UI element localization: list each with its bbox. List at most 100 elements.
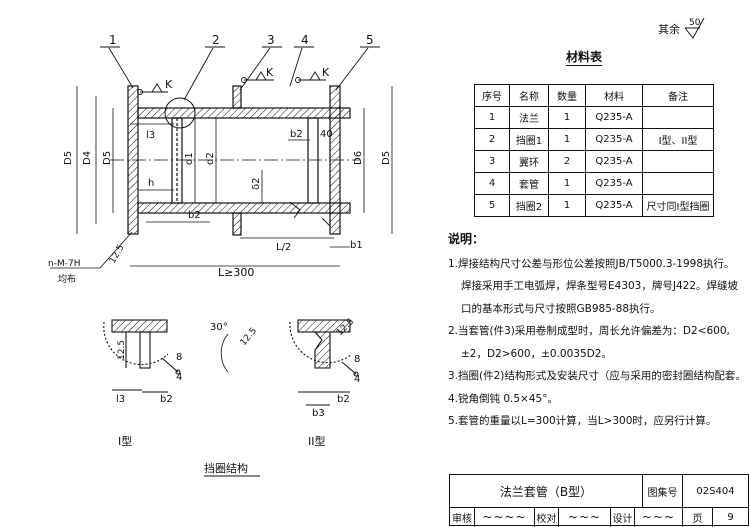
callout-3: 3 xyxy=(267,33,275,47)
atlas-number: 02S404 xyxy=(682,475,748,507)
cell: 2 xyxy=(474,128,510,151)
thread-spec: n-M-7H xyxy=(48,259,80,269)
design-label: 设计 xyxy=(610,507,634,527)
check-label: 校对 xyxy=(534,507,558,527)
weld-k-3: K xyxy=(322,66,330,79)
detail2-dim-b2: b2 xyxy=(337,394,350,405)
check-signature: ~~~ xyxy=(558,507,610,527)
note-line: 3.挡圈(件2)结构形式及安装尺寸（应与采用的密封圈结构配套。 xyxy=(448,370,746,382)
table-row: 5 挡圈2 1 Q235-A 尺寸同I型挡圈 xyxy=(474,194,714,217)
cell: Q235-A xyxy=(585,194,643,217)
cell: 1 xyxy=(548,172,586,195)
design-signature: ~~~ xyxy=(634,507,682,527)
wing-ring-bottom xyxy=(232,212,242,236)
dim-b2-bottom: b2 xyxy=(188,210,201,221)
callout-2: 2 xyxy=(212,33,220,47)
cell xyxy=(642,172,714,195)
cell: 2 xyxy=(548,150,586,173)
cell: 1 xyxy=(548,128,586,151)
note-line: 5.套管的重量以L=300计算，当L>300时，应另行计算。 xyxy=(448,415,717,427)
note-line: 1.焊接结构尺寸公差与形位公差按照JB/T5000.3-1998执行。 xyxy=(448,257,735,270)
cell: 1 xyxy=(474,106,510,129)
cell: 尺寸同I型挡圈 xyxy=(642,194,714,217)
cell xyxy=(642,150,714,173)
dim-b1: b1 xyxy=(350,240,363,251)
part-callout-numbers: 1 2 3 4 5 xyxy=(109,33,374,47)
dim-12-5: 12.5 xyxy=(108,243,127,265)
detail-type-2 xyxy=(289,319,359,406)
cell: 法兰 xyxy=(509,106,549,129)
dim-D4: D4 xyxy=(82,151,93,165)
cell: Q235-A xyxy=(585,172,643,195)
dim-l3: l3 xyxy=(146,130,155,141)
title-block-row-2: 审核 ~~~~ 校对 ~~~ 设计 ~~~ 页 9 xyxy=(450,507,748,527)
header-qty: 数量 xyxy=(548,84,586,107)
dim-D5-left: D5 xyxy=(63,151,74,165)
surface-finish-symbol: 其余 50 xyxy=(658,17,705,39)
detail1-weld-8: 8 xyxy=(176,352,182,363)
notes-section: 说明： 1.焊接结构尺寸公差与形位公差按照JB/T5000.3-1998执行。 … xyxy=(448,228,748,433)
callout-5: 5 xyxy=(366,33,374,47)
table-row: 4 套管 1 Q235-A xyxy=(474,172,714,195)
detail2-dim-b3: b3 xyxy=(312,408,325,419)
cell: 4 xyxy=(474,172,510,195)
cell: Q235-A xyxy=(585,106,643,129)
material-table-title: 材料表 xyxy=(566,50,603,66)
dim-delta2: δ2 xyxy=(251,178,262,190)
cell: I型、II型 xyxy=(642,128,714,151)
thread-note: 均布 xyxy=(58,273,76,285)
cell: 挡圈1 xyxy=(509,128,549,151)
title-block-row-1: 法兰套管（B型） 图集号 02S404 xyxy=(450,475,748,508)
cell: 3 xyxy=(474,150,510,173)
atlas-label: 图集号 xyxy=(642,475,682,507)
dim-D6: D6 xyxy=(353,151,364,165)
dim-40: 40 xyxy=(320,129,333,140)
header-index: 序号 xyxy=(474,84,510,107)
note-line: 焊接采用手工电弧焊，焊条型号E4303，牌号J422。焊缝坡 xyxy=(461,280,738,292)
note-line: 口的基本形式与尺寸按照GB985-88执行。 xyxy=(461,302,661,315)
notes-heading: 说明： xyxy=(448,232,485,246)
dim-d2: d2 xyxy=(205,152,216,165)
dim-L-total: L≥300 xyxy=(218,266,254,279)
dimension-texts: D5 D4 D5 d1 d2 D6 D5 l3 b2 40 h δ2 b2 L/… xyxy=(48,129,392,285)
detail-angle: 30° xyxy=(210,322,228,333)
header-name: 名称 xyxy=(509,84,549,107)
material-table: 序号 名称 数量 材料 备注 1 法兰 1 Q235-A 2 挡圈1 1 Q23… xyxy=(474,84,714,217)
dim-D5-inner: D5 xyxy=(102,151,113,165)
dim-D5-right: D5 xyxy=(381,151,392,165)
table-row: 1 法兰 1 Q235-A xyxy=(474,106,714,129)
dimension-lines xyxy=(76,86,393,267)
detail2-type-label: II型 xyxy=(308,434,326,448)
review-label: 审核 xyxy=(452,513,472,525)
note-line: 2.当套管(件3)采用卷制成型时，周长允许偏差为：D2<600, xyxy=(448,325,730,337)
detail2-weld-8: 8 xyxy=(354,354,360,365)
detail1-type-label: I型 xyxy=(118,434,132,448)
review-signature: ~~~~ xyxy=(474,507,534,527)
cell xyxy=(642,106,714,129)
material-table-header: 序号 名称 数量 材料 备注 xyxy=(474,84,714,107)
pipe-bottom-wall xyxy=(137,202,351,214)
weld-k-1: K xyxy=(165,78,173,91)
part-callouts xyxy=(100,46,380,101)
header-remark: 备注 xyxy=(642,84,714,107)
drawing-title: 法兰套管（B型） xyxy=(499,484,593,499)
surface-finish-label: 其余 xyxy=(658,22,680,36)
note-line: ±2，D2>600，±0.0035D2。 xyxy=(461,347,612,360)
table-row: 2 挡圈1 1 Q235-A I型、II型 xyxy=(474,128,714,151)
cell: 套管 xyxy=(509,172,549,195)
cell: 翼环 xyxy=(509,150,549,173)
wing-ring-top xyxy=(232,85,242,109)
detail-type-1 xyxy=(103,319,181,393)
callout-4: 4 xyxy=(301,33,309,47)
detail2-weld-4: 4 xyxy=(354,374,360,385)
cell: 1 xyxy=(548,194,586,217)
dim-b2-top: b2 xyxy=(290,129,303,140)
sleeve-section-view xyxy=(110,85,360,236)
cell: 5 xyxy=(474,194,510,217)
note-line: 4.锐角倒钝 0.5×45°。 xyxy=(448,392,558,405)
detail-roughness: 12.5 xyxy=(239,326,260,348)
detail1-dim-12-5: 12.5 xyxy=(117,340,127,360)
detail1-weld-4: 4 xyxy=(176,372,182,383)
surface-finish-value: 50 xyxy=(689,18,701,28)
page-number: 9 xyxy=(712,507,748,527)
